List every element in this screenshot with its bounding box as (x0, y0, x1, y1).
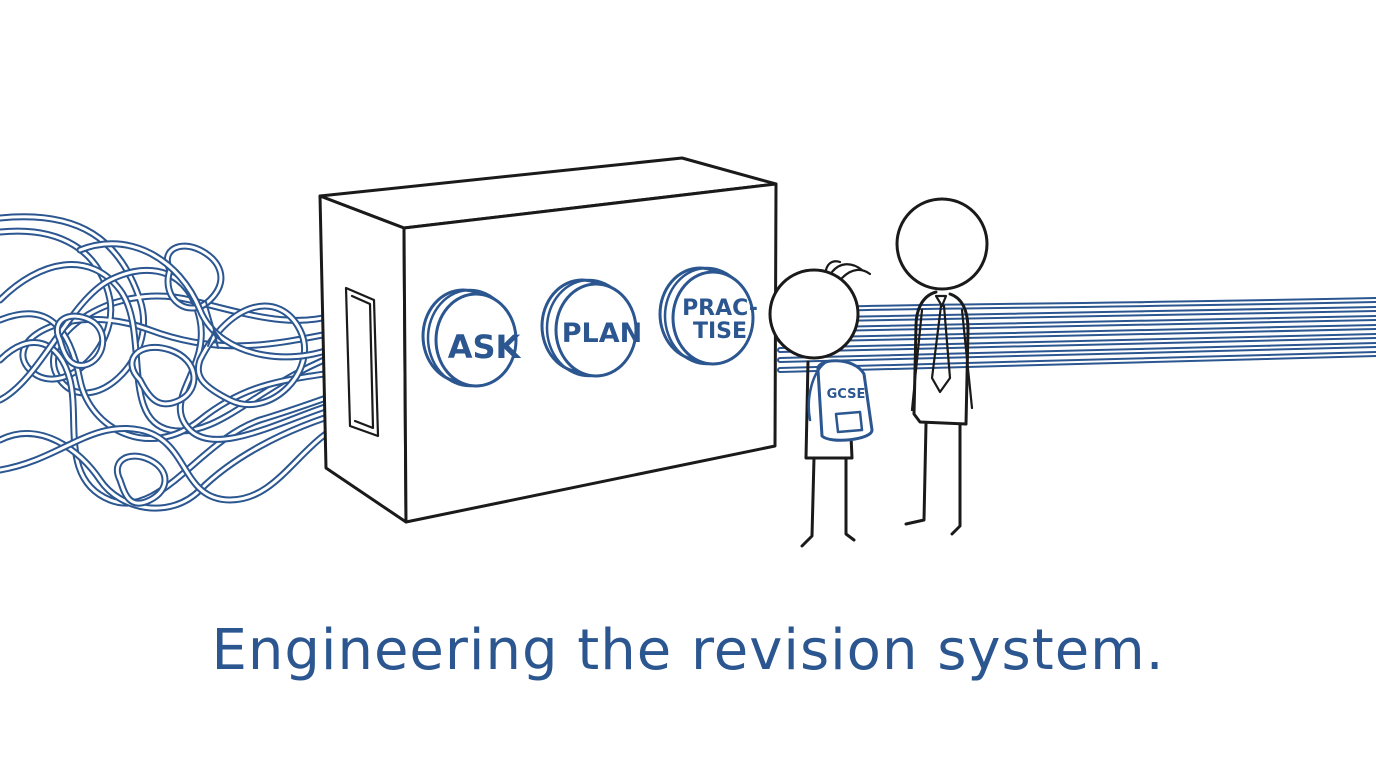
button-ask-label: ASK (448, 328, 522, 366)
button-plan-label: PLAN (562, 318, 643, 349)
button-practise[interactable]: PRAC-TISE (658, 266, 758, 366)
caption: Engineering the revision system. (211, 618, 1165, 683)
tangled-cables-icon (0, 213, 354, 512)
button-ask[interactable]: ASK (421, 288, 522, 388)
student-figure-icon: GCSE (768, 260, 874, 548)
button-plan[interactable]: PLAN (540, 278, 643, 378)
button-practise-label: PRAC-TISE (682, 296, 758, 344)
backpack-label: GCSE (827, 387, 866, 402)
teacher-figure-icon (895, 197, 989, 536)
straight-cables-icon (777, 297, 1376, 373)
